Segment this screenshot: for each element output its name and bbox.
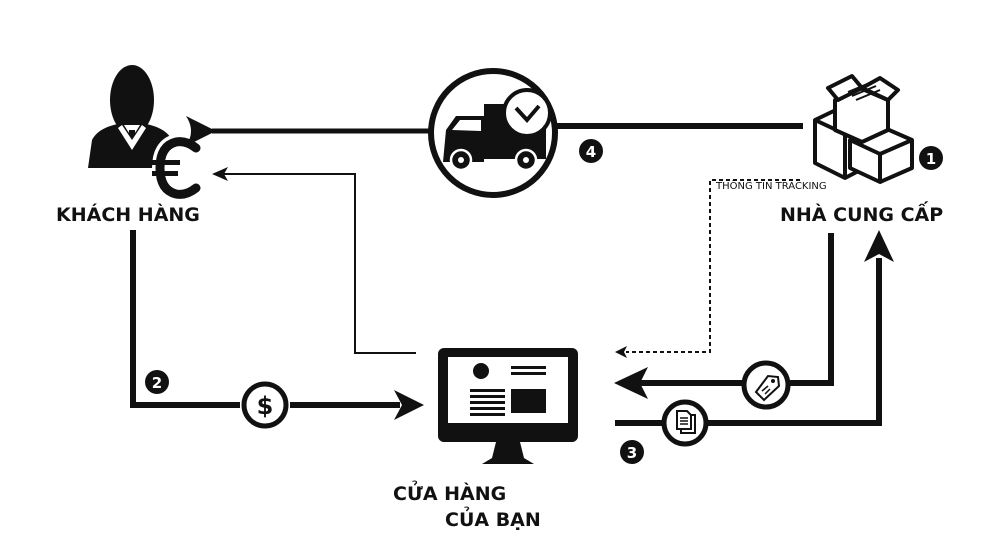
store-icon <box>438 348 578 464</box>
supplier-icon <box>813 74 914 184</box>
customer-label: KHÁCH HÀNG <box>56 203 200 226</box>
euro-icon <box>151 133 204 203</box>
svg-text:2: 2 <box>152 374 162 392</box>
customer-icon <box>88 65 172 168</box>
store-label-line2: CỦA BẠN <box>445 506 541 531</box>
svg-text:3: 3 <box>627 444 637 462</box>
payment-line <box>130 230 240 408</box>
step-badge-4: 4 <box>579 139 603 163</box>
svg-text:$: $ <box>257 392 274 420</box>
step-badge-1: 1 <box>919 146 943 170</box>
price-tag-icon <box>741 360 791 410</box>
tracking-dotted-line <box>626 179 800 353</box>
delivery-node <box>428 68 558 198</box>
documents-icon <box>661 399 709 447</box>
supplier-to-store-line <box>790 233 834 386</box>
clock-icon <box>502 88 552 138</box>
tracking-label: THÔNG TIN TRACKING <box>715 179 827 192</box>
supplier-label: NHÀ CUNG CẤP <box>780 200 943 226</box>
svg-text:4: 4 <box>586 143 596 161</box>
svg-text:1: 1 <box>926 150 936 168</box>
store-to-customer-arrow <box>224 173 416 354</box>
step-badge-3: 3 <box>620 440 644 464</box>
dollar-coin-icon: $ <box>241 381 289 429</box>
store-label-line1: CỬA HÀNG <box>393 480 506 505</box>
step-badge-2: 2 <box>145 370 169 394</box>
